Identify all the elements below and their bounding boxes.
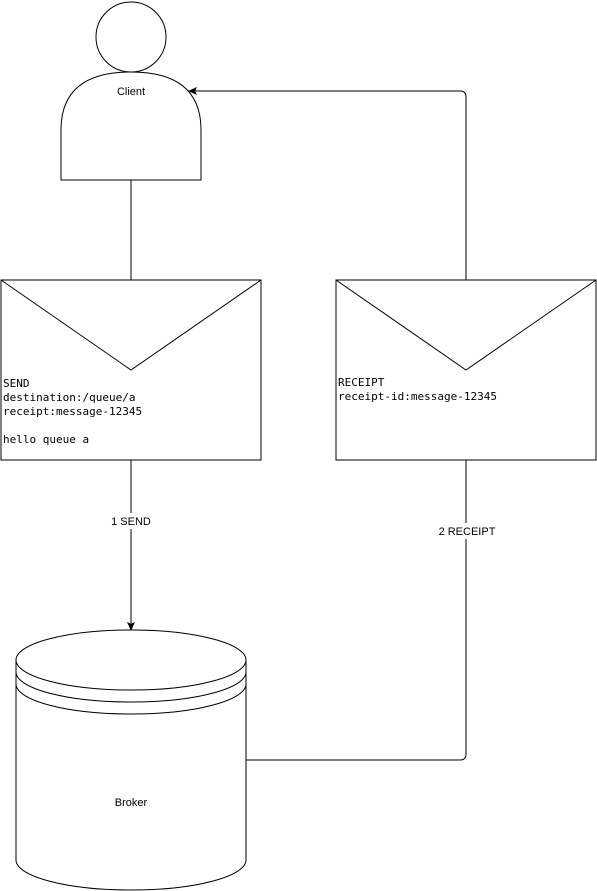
send-frame-line-3: receipt:message-12345: [3, 405, 142, 418]
broker-label: Broker: [115, 797, 148, 809]
receipt-frame-line-1: RECEIPT: [338, 376, 385, 389]
send-arrow-label: 1 SEND: [111, 516, 151, 528]
receipt-frame-envelope[interactable]: RECEIPT receipt-id:message-12345: [335, 279, 597, 461]
receipt-frame-line-2: receipt-id:message-12345: [338, 390, 497, 403]
client-head: [95, 1, 167, 73]
broker-cylinder[interactable]: Broker: [15, 629, 247, 891]
send-frame-line-1: SEND: [3, 377, 30, 390]
receipt-arrow-label-bg: [436, 523, 498, 539]
receipt-frame-flap: [335, 279, 597, 371]
broker-ring-1: [15, 671, 247, 703]
broker-top: [15, 629, 247, 691]
broker-to-receipt-line: [246, 460, 467, 761]
broker-body: [15, 660, 247, 891]
receipt-to-client-arrow: [188, 87, 467, 280]
client-actor[interactable]: Client: [60, 1, 202, 181]
receipt-arrow-label: 2 RECEIPT: [439, 526, 496, 538]
send-arrow-label-bg: [108, 513, 154, 529]
client-label: Client: [117, 86, 145, 98]
send-frame-envelope[interactable]: SEND destination:/queue/a receipt:messag…: [0, 279, 262, 461]
send-frame-line-5: hello queue a: [3, 433, 89, 446]
send-frame-line-2: destination:/queue/a: [3, 391, 135, 404]
broker-ring-2: [15, 683, 247, 715]
client-body: [60, 71, 202, 181]
send-frame-flap: [0, 279, 262, 371]
